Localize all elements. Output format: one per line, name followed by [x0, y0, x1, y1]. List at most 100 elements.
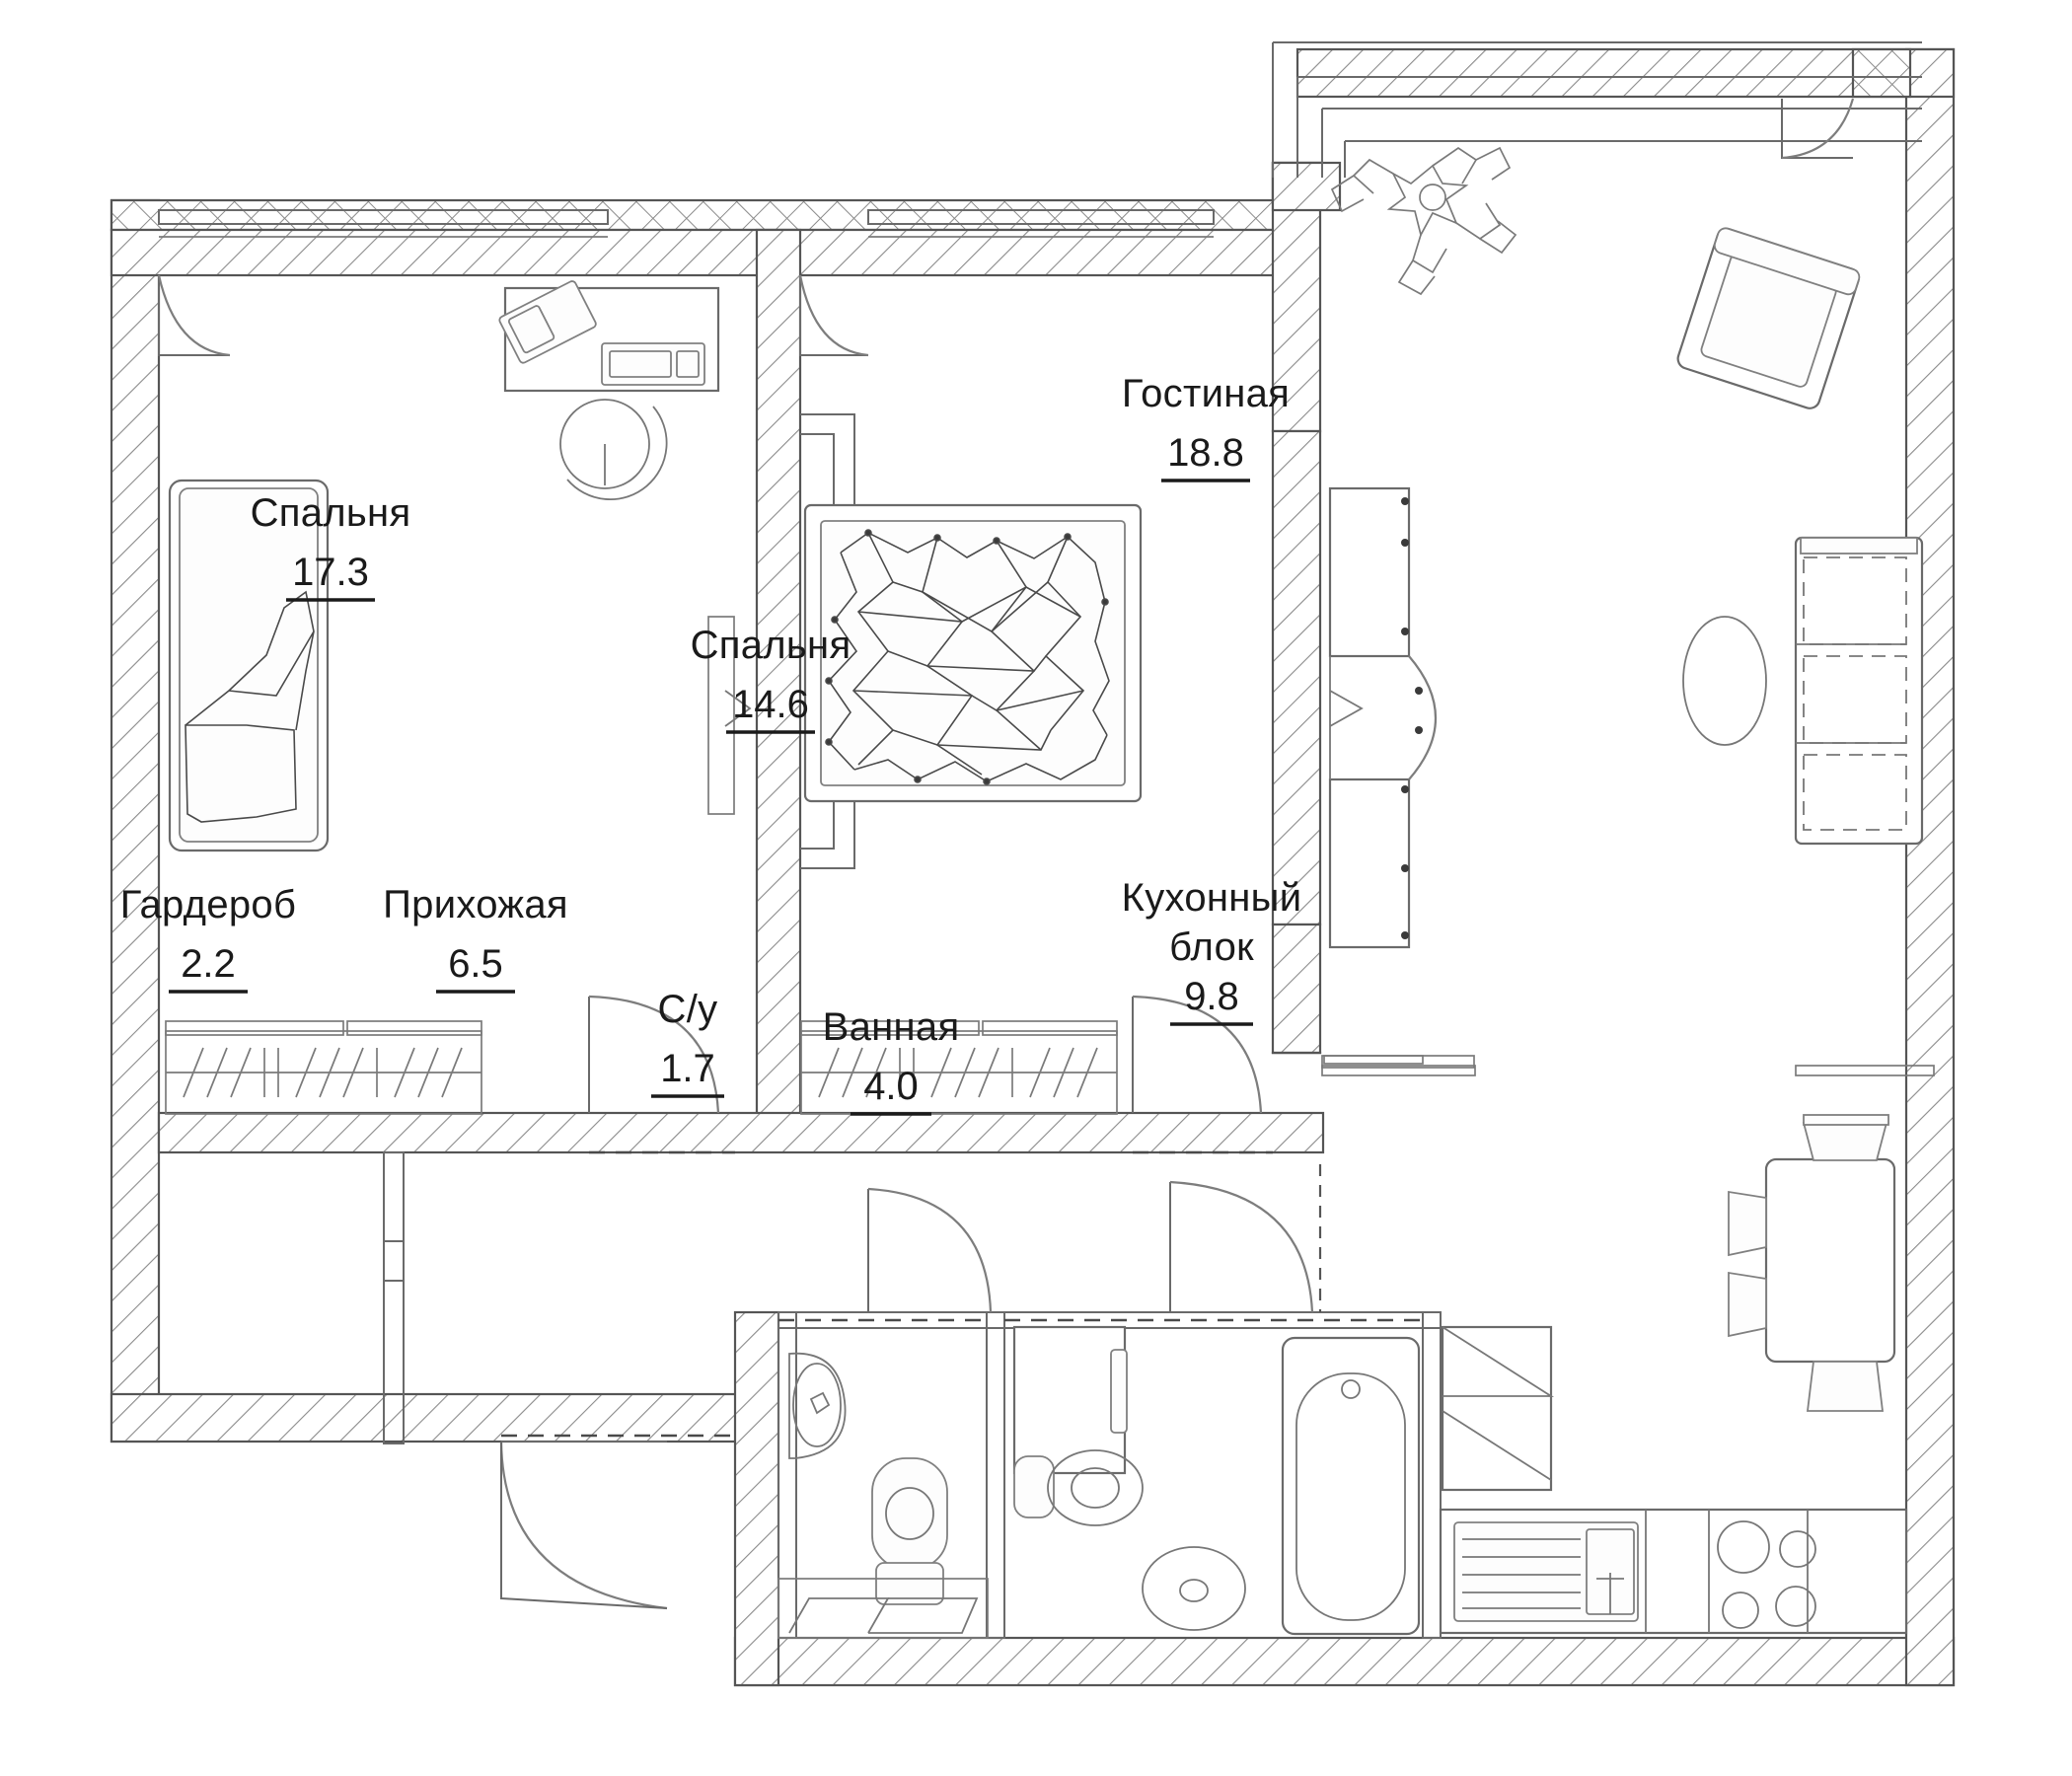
bathtub-drain-icon: [1341, 1379, 1361, 1399]
bedroom2-furniture: [707, 503, 1143, 815]
wardrobe-shelf-2: [800, 1020, 980, 1036]
monitor-icon: [498, 280, 597, 364]
wall-mesh-top-right: [1851, 47, 1912, 99]
wc-cabinet-icon: [777, 1578, 989, 1639]
washbasin-icon-bath: [1142, 1546, 1246, 1631]
room-name-living: Гостиная: [1122, 372, 1290, 415]
room-label-hallway: Прихожая 6.5: [383, 883, 568, 994]
toilet-seat-icon-wc: [885, 1487, 934, 1540]
room-label-wardrobe: Гардероб 2.2: [120, 883, 296, 994]
bed-blanket-1b: [228, 630, 315, 697]
office-chair-icon-back: [566, 406, 668, 501]
bed-pillow-1: [185, 724, 297, 823]
washing-machine-icon: [1012, 1325, 1127, 1475]
room-label-wc: С/у 1.7: [651, 988, 724, 1098]
armchair-icon: [1676, 227, 1861, 409]
radiator-icon-hall-2: [1323, 1055, 1424, 1065]
room-name-bedroom-1: Спальня: [251, 491, 411, 535]
wardrobe-rails: [165, 1020, 1118, 1115]
sofa-backrest-icon: [1800, 537, 1918, 555]
room-area-wardrobe: 2.2: [181, 942, 236, 986]
wall-living-hall: [1271, 923, 1322, 1055]
radiator-icon-hall: [1321, 1065, 1476, 1076]
windows-group: [158, 209, 1935, 1076]
room-label-bedroom-2: Спальня 14.6: [691, 624, 851, 734]
wardrobe-shelf-2b: [982, 1020, 1118, 1036]
wall-bedrooms-hallway: [157, 1111, 1325, 1154]
room-label-bathroom: Ванная 4.0: [823, 1005, 959, 1116]
wall-wc-bath-divider: [986, 1311, 1005, 1639]
wall-wardrobe-partition-upper: [383, 1151, 405, 1282]
room-label-living: Гостиная 18.8: [1122, 372, 1290, 482]
toilet-tank-icon-bath: [1013, 1455, 1055, 1518]
kitchen-furniture: [1439, 1114, 1908, 1635]
washbasin-icon-wc: [788, 1352, 847, 1459]
door-wc-swing-icon: [867, 1187, 993, 1313]
wall-wc-bath-outerleft: [777, 1311, 797, 1639]
window-bedroom2-icon: [867, 209, 1215, 225]
room-area-wc: 1.7: [660, 1047, 715, 1090]
stove-icon: [1717, 1520, 1816, 1629]
room-name-hallway: Прихожая: [383, 883, 568, 926]
sink-drainboard-icon: [1462, 1538, 1581, 1609]
dining-table-icon: [1764, 1157, 1896, 1364]
wall-exterior-bottom-left: [110, 1392, 765, 1443]
walls-group: [110, 41, 1956, 1687]
sink-tap-icon: [1596, 1573, 1624, 1614]
room-label-bedroom-1: Спальня 17.3: [251, 491, 411, 602]
door-entrance-swing-icon: [499, 1441, 668, 1610]
room-name-kitchen-line1: Кухонный: [1122, 876, 1302, 920]
door-entrance-panel: [500, 1442, 668, 1609]
wall-living-bedroom2-lower: [1271, 429, 1322, 926]
room-area-kitchen: 9.8: [1184, 975, 1239, 1018]
cabinet-icon-upper: [1328, 486, 1411, 658]
entry-door-swing-icon: [1781, 98, 1855, 160]
cabinet-icon-lower: [1328, 777, 1411, 949]
door-bath-swing-icon: [1169, 1180, 1314, 1313]
wardrobe-shelf-1: [165, 1020, 344, 1036]
entry-cabinet-group: [1321, 1055, 1475, 1069]
room-area-living: 18.8: [1167, 431, 1244, 475]
dining-chair-top-back: [1803, 1114, 1889, 1126]
plant-icon: [1330, 146, 1517, 296]
bed-blanket-2: [825, 529, 1110, 785]
toilet-icon-wc-bowl: [871, 1457, 948, 1570]
wall-exterior-bottom: [733, 1636, 1956, 1687]
room-area-hallway: 6.5: [448, 942, 503, 986]
wardrobe-hangers-1: [183, 1047, 463, 1098]
bed-icon-1-inner: [179, 487, 319, 843]
wc-cabinet-detail: [788, 1597, 890, 1634]
window-bedroom1-icon: [158, 209, 609, 225]
entry-shelf-icon: [1321, 1055, 1475, 1069]
dining-chair-left-2-icon: [1728, 1271, 1767, 1338]
washbasin-drain-icon-bath: [1179, 1579, 1209, 1602]
ledge-arc-topleft: [157, 274, 231, 357]
coffee-table-icon: [1682, 616, 1767, 746]
inner-ledge-topleft: [158, 275, 230, 356]
room-labels-group: Спальня 17.3 Спальня 14.6 Гостиная 18.8 …: [120, 372, 1302, 1116]
room-area-bedroom-2: 14.6: [732, 683, 809, 726]
toilet-icon-bath: [1047, 1449, 1144, 1526]
bathtub-icon: [1281, 1336, 1421, 1636]
wall-exterior-right: [1904, 47, 1956, 1687]
dining-chair-left-1-icon: [1728, 1190, 1767, 1257]
toilet-seat-icon-bath: [1071, 1467, 1120, 1509]
door-bedroom1-swing-icon: [588, 995, 720, 1114]
wall-bath-kitchen-divider: [1422, 1311, 1442, 1639]
inner-ledge-bedroom2: [799, 275, 868, 356]
fridge-icon: [1441, 1325, 1553, 1492]
wc-cabinet-detail2: [868, 1597, 979, 1634]
wardrobe-shelf-1b: [346, 1020, 482, 1036]
bathtub-inner-icon: [1295, 1372, 1406, 1621]
wall-window-band-top: [110, 198, 1300, 232]
room-name-wc: С/у: [658, 988, 718, 1031]
wall-living-entry-ledge: [1271, 161, 1342, 212]
room-name-bedroom-2: Спальня: [691, 624, 851, 667]
bed-icon-2-inner: [820, 520, 1126, 786]
fridge-shelf-icon: [1442, 1410, 1552, 1481]
room-area-bathroom: 4.0: [863, 1065, 919, 1108]
wall-bath-left: [733, 1310, 780, 1687]
washbasin-drain-icon-wc: [809, 1391, 831, 1415]
